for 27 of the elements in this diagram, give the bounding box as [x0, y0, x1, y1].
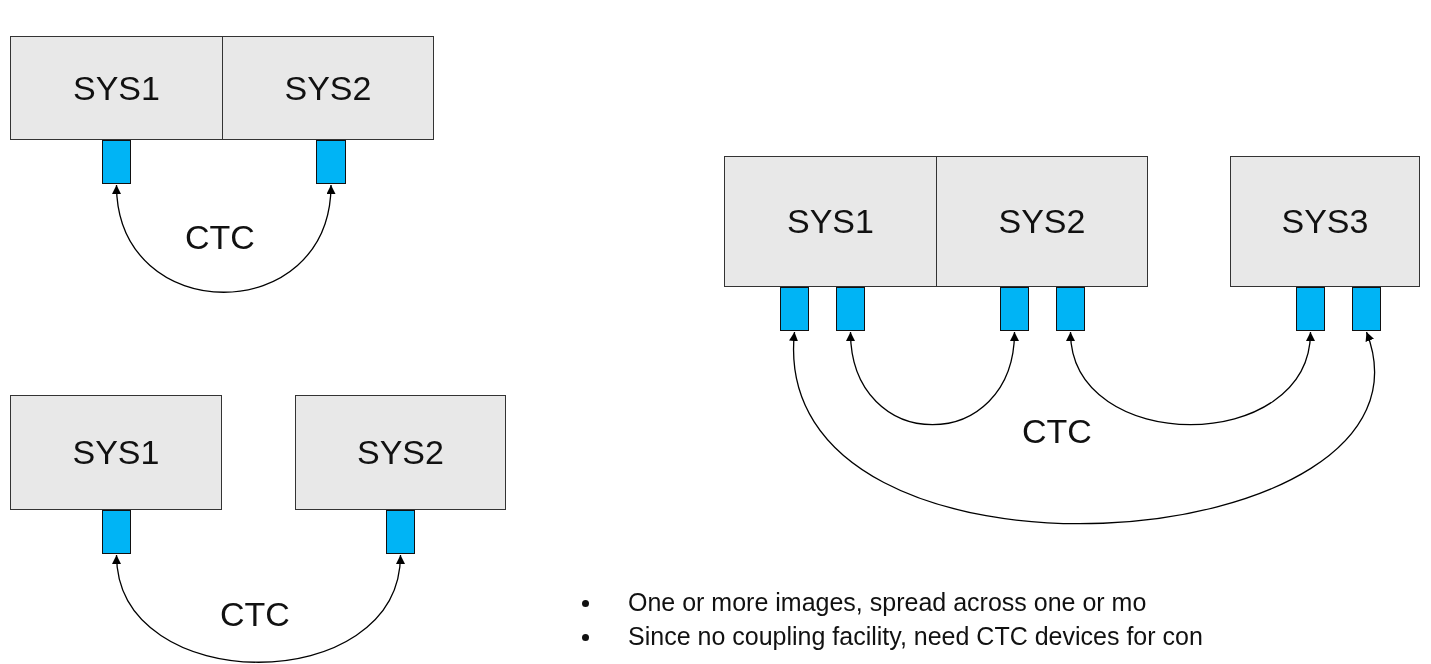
- port-box: [1296, 287, 1325, 331]
- port-box: [102, 510, 131, 554]
- edge-label: CTC: [220, 595, 290, 634]
- edge-label: CTC: [185, 218, 255, 257]
- system-box: SYS1: [724, 156, 937, 287]
- system-box: SYS2: [936, 156, 1148, 287]
- arrow: [113, 554, 404, 663]
- arrow: [847, 331, 1018, 426]
- port-box: [1352, 287, 1381, 331]
- port-box: [836, 287, 865, 331]
- port-box: [1056, 287, 1085, 331]
- system-box: SYS2: [295, 395, 506, 510]
- system-box: SYS1: [10, 395, 222, 510]
- system-box: SYS1: [10, 36, 223, 140]
- port-box: [102, 140, 131, 184]
- connection-label: CTC: [1022, 412, 1092, 451]
- system-box: SYS2: [222, 36, 434, 140]
- port-box: [386, 510, 415, 554]
- port-box: [316, 140, 346, 184]
- bullet-item: One or more images, spread across one or mo: [628, 588, 1147, 617]
- system-box: SYS3: [1230, 156, 1420, 287]
- bullet-item: Since no coupling facility, need CTC devices for con: [628, 622, 1203, 651]
- arrow: [790, 331, 1375, 524]
- arrow: [113, 184, 335, 293]
- port-box: [780, 287, 809, 331]
- arrow: [1067, 331, 1314, 426]
- port-box: [1000, 287, 1029, 331]
